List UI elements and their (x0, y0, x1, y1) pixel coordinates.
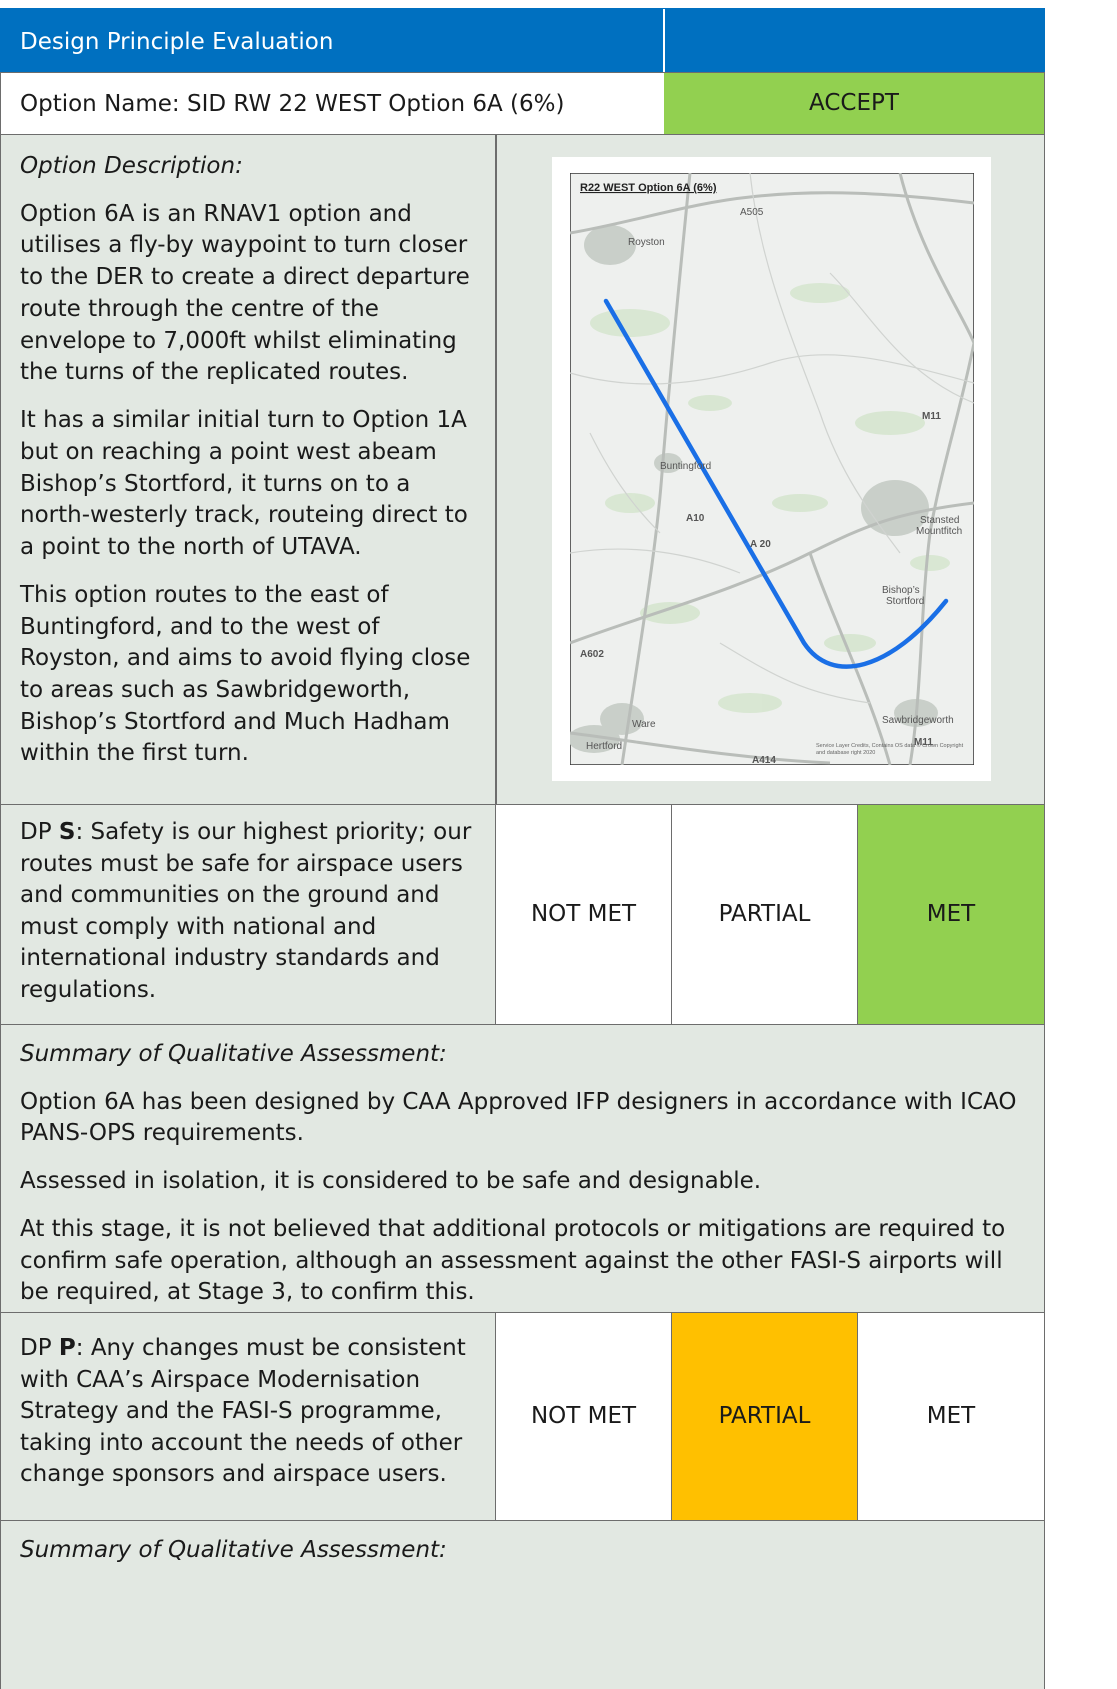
evaluation-table: Design Principle Evaluation Option Name:… (0, 8, 1045, 1689)
label-a120: A 20 (750, 539, 771, 550)
map-attribution: Service Layer Credits, Contains OS data … (816, 742, 964, 756)
label-mountfitchet: Mountfitch (916, 526, 962, 537)
route-map-frame: R22 WEST Option 6A (6%) A505 Royston M11… (552, 157, 991, 781)
dp-safety-prefix: DP (20, 819, 59, 845)
description-paragraph-3: This option routes to the east of Buntin… (20, 581, 471, 767)
description-heading: Option Description: (20, 153, 243, 179)
map-title: R22 WEST Option 6A (6%) (580, 182, 717, 194)
label-stortford: Stortford (886, 596, 924, 607)
option-description: Option Description: Option 6A is an RNAV… (20, 151, 482, 786)
option-name: Option Name: SID RW 22 WEST Option 6A (6… (20, 91, 565, 117)
label-sawbridgeworth: Sawbridgeworth (882, 715, 954, 726)
dp-policy-met: MET (857, 1313, 1044, 1520)
map-background (570, 173, 974, 765)
dp-policy-row: DP P: Any changes must be consistent wit… (0, 1312, 1045, 1520)
label-ware: Ware (632, 719, 656, 730)
summary-policy-row: Summary of Qualitative Assessment: (0, 1520, 1045, 1689)
label-bishops: Bishop’s (882, 585, 920, 596)
label-a10: A10 (686, 513, 705, 524)
map-roads (570, 173, 974, 765)
summary-policy-heading: Summary of Qualitative Assessment: (20, 1537, 447, 1563)
dp-policy-letter: P (58, 1335, 76, 1361)
summary-safety-heading: Summary of Qualitative Assessment: (20, 1041, 447, 1067)
map-green-areas (590, 283, 950, 713)
label-stansted: Stansted (920, 515, 959, 526)
dp-safety-row: DP S: Safety is our highest priority; ou… (0, 804, 1045, 1024)
dp-safety-partial: PARTIAL (671, 805, 857, 1024)
label-m11-top: M11 (922, 411, 941, 422)
dp-policy-text: : Any changes must be consistent with CA… (20, 1335, 466, 1487)
label-a602: A602 (580, 649, 604, 660)
route-line (603, 298, 949, 669)
description-paragraph-1: Option 6A is an RNAV1 option and utilise… (20, 200, 470, 386)
option-description-row: Option Description: Option 6A is an RNAV… (0, 134, 1045, 804)
label-a505: A505 (740, 207, 764, 218)
label-buntingford: Buntingford (660, 461, 711, 472)
dp-safety-statement: DP S: Safety is our highest priority; ou… (1, 805, 496, 1024)
label-royston: Royston (628, 237, 665, 248)
summary-safety: Summary of Qualitative Assessment: Optio… (20, 1039, 1020, 1325)
description-divider (495, 135, 497, 804)
summary-safety-paragraph-2: Assessed in isolation, it is considered … (20, 1168, 762, 1195)
dp-safety-met: MET (857, 805, 1044, 1024)
attribution-line-1: Service Layer Credits, Contains OS data … (816, 742, 964, 749)
label-m11-bottom: M11 (914, 737, 933, 748)
summary-safety-paragraph-3: At this stage, it is not believed that a… (20, 1215, 1006, 1306)
dp-policy-statement: DP P: Any changes must be consistent wit… (1, 1313, 496, 1520)
label-hertford: Hertford (586, 741, 622, 752)
summary-safety-paragraph-1: Option 6A has been designed by CAA Appro… (20, 1088, 1017, 1147)
description-paragraph-2: It has a similar initial turn to Option … (20, 407, 468, 561)
map-minor-roads (570, 173, 974, 704)
dp-safety-letter: S (58, 819, 76, 845)
route-map: R22 WEST Option 6A (6%) A505 Royston M11… (570, 173, 974, 765)
accept-badge: ACCEPT (664, 73, 1044, 134)
summary-policy: Summary of Qualitative Assessment: (20, 1535, 1020, 1583)
map-labels: A505 Royston M11 Buntingford A10 A 20 St… (580, 207, 962, 765)
header-title: Design Principle Evaluation (20, 29, 334, 55)
dp-safety-text: : Safety is our highest priority; our ro… (20, 819, 472, 1003)
dp-policy-not-met: NOT MET (495, 1313, 671, 1520)
table-header: Design Principle Evaluation (0, 8, 1045, 72)
dp-safety-not-met: NOT MET (495, 805, 671, 1024)
header-divider (663, 9, 665, 72)
accept-label: ACCEPT (809, 89, 899, 116)
attribution-line-2: and database right 2020 (816, 750, 875, 756)
dp-policy-prefix: DP (20, 1335, 59, 1361)
summary-safety-row: Summary of Qualitative Assessment: Optio… (0, 1024, 1045, 1312)
dp-policy-partial: PARTIAL (671, 1313, 857, 1520)
label-a414: A414 (752, 755, 776, 765)
option-name-row: Option Name: SID RW 22 WEST Option 6A (6… (0, 72, 1045, 134)
